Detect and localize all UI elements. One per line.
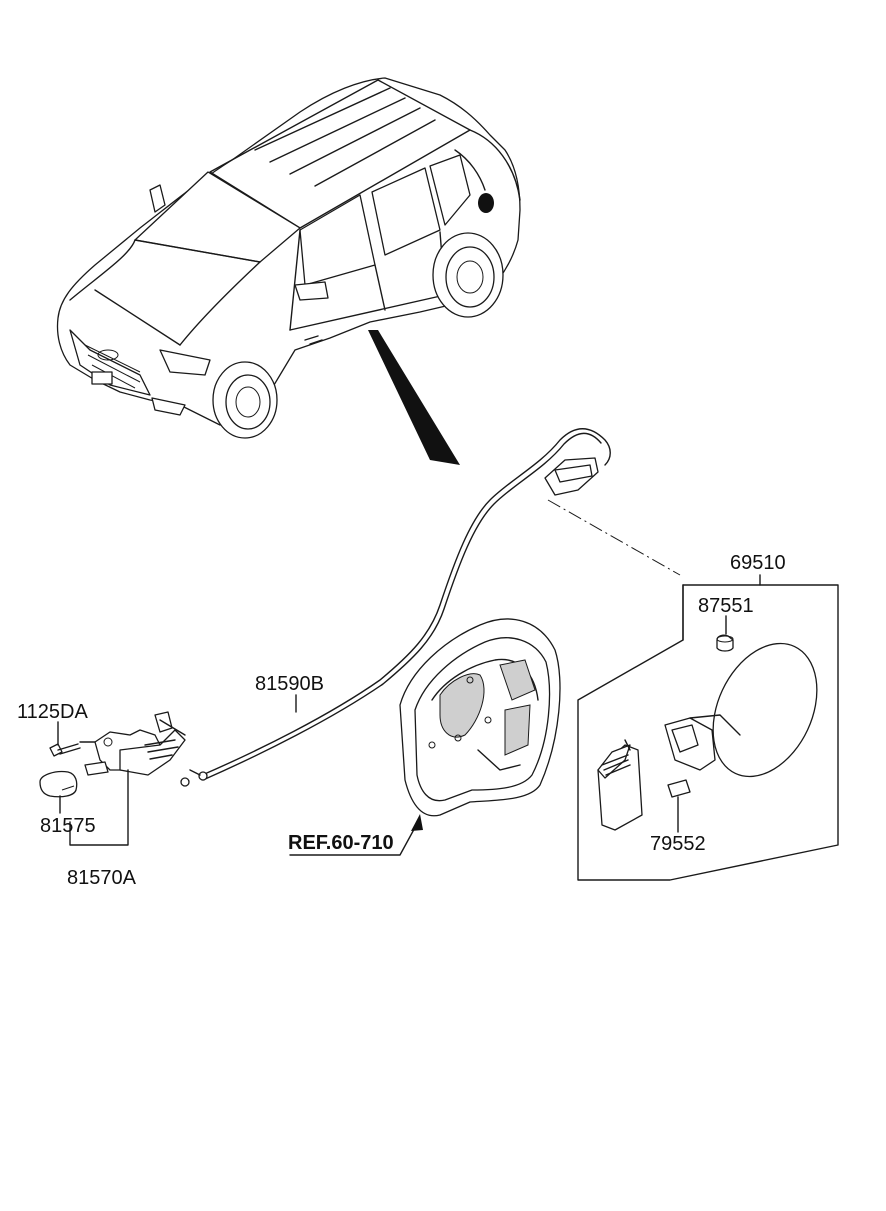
bumper-87551 xyxy=(716,634,734,652)
ref-leader-line xyxy=(289,821,419,856)
cap-81575 xyxy=(39,770,78,798)
filler-housing xyxy=(399,618,561,817)
bolt-1125da xyxy=(49,743,81,757)
label-81590b: 81590B xyxy=(255,673,324,695)
label-81570a: 81570A xyxy=(67,867,137,889)
vehicle-illustration xyxy=(56,77,521,439)
release-cable xyxy=(180,428,611,787)
ref-arrowhead xyxy=(411,814,423,831)
actuator xyxy=(597,739,643,831)
label-79552: 79552 xyxy=(650,833,706,855)
label-69510: 69510 xyxy=(730,552,786,574)
detail-pointer-arrow xyxy=(368,330,460,465)
label-87551: 87551 xyxy=(698,595,754,617)
reference-label: REF.60-710 xyxy=(288,832,394,854)
fuel-door-panel xyxy=(664,642,818,778)
fuel-door-kit-box xyxy=(577,584,839,881)
latch-assembly xyxy=(79,711,186,776)
pad-79552 xyxy=(667,779,691,798)
leader-81570a xyxy=(69,769,129,846)
label-1125da: 1125DA xyxy=(17,701,88,723)
alignment-line xyxy=(547,499,681,576)
label-81575: 81575 xyxy=(40,815,96,837)
